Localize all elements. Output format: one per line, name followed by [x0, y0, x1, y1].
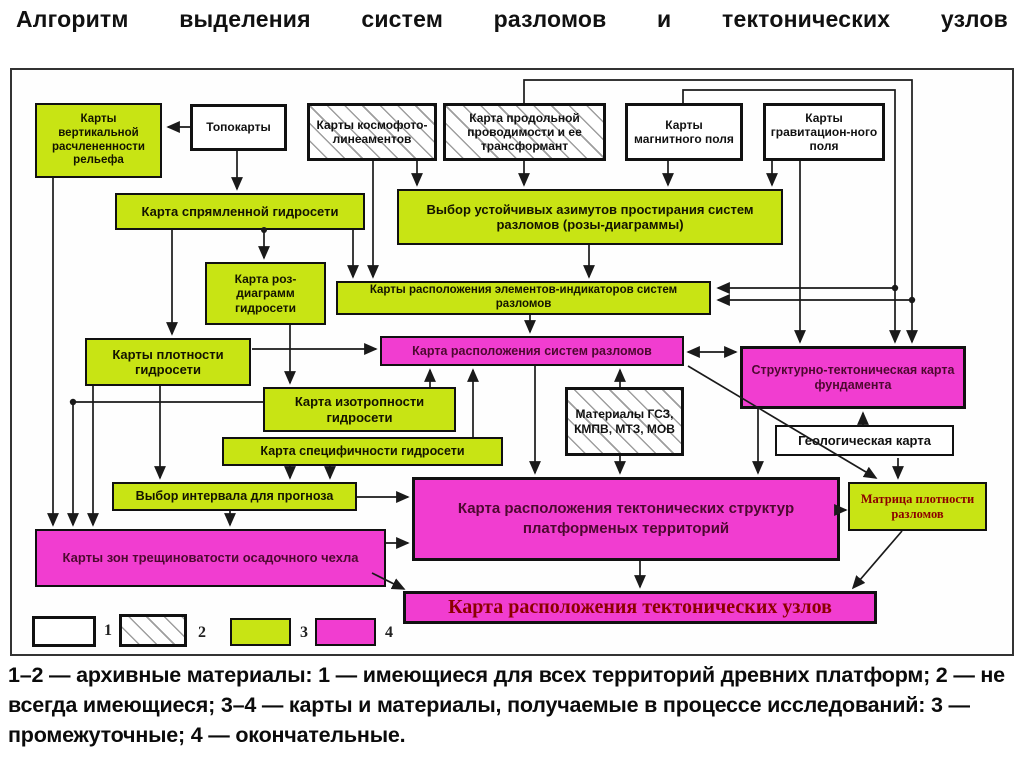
node-longitudinal-conductivity-map: Карта продольной проводимости и ее транс… [443, 103, 606, 161]
node-structural-tectonic-basement-map: Структурно-тектоническая карта фундамент… [740, 346, 966, 409]
legend-number-4: 4 [385, 624, 393, 641]
node-tectonic-nodes-location-map: Карта расположения тектонических узлов [403, 591, 877, 624]
node-hydronet-isotropy-map: Карта изотропности гидросети [263, 387, 456, 432]
node-hydronet-density-maps: Карты плотности гидросети [85, 338, 251, 386]
node-tectonic-structures-location-map: Карта расположения тектонических структу… [412, 477, 840, 561]
node-forecast-interval-selection: Выбор интервала для прогноза [112, 482, 357, 511]
node-relief-dissection-maps: Карты вертикальной расчлененности рельеф… [35, 103, 162, 178]
node-fault-systems-location-map: Карта расположения систем разломов [380, 336, 684, 366]
node-fault-indicator-elements-maps: Карты расположения элементов-индикаторов… [336, 281, 711, 315]
node-geological-map: Геологическая карта [775, 425, 954, 456]
legend-swatch-archive-available [32, 616, 96, 647]
node-topo-maps: Топокарты [190, 104, 287, 151]
legend-number-3: 3 [300, 624, 308, 641]
node-azimuth-selection: Выбор устойчивых азимутов простирания си… [397, 189, 783, 245]
node-magnetic-field-maps: Карты магнитного поля [625, 103, 743, 161]
node-rose-diagram-map: Карта роз-диаграмм гидросети [205, 262, 326, 325]
legend-number-2: 2 [198, 624, 206, 641]
legend-swatch-intermediate [230, 618, 291, 646]
legend-swatch-final [315, 618, 376, 646]
node-straightened-hydronet-map: Карта спрямленной гидросети [115, 193, 365, 230]
node-seismic-materials: Материалы ГСЗ, КМПВ, МТЗ, МОВ [565, 387, 684, 456]
node-fault-density-matrix: Матрица плотности разломов [848, 482, 987, 531]
node-hydronet-specificity-map: Карта специфичности гидросети [222, 437, 503, 466]
node-space-photo-lineament-maps: Карты космофото-линеаментов [307, 103, 437, 161]
legend-number-1: 1 [104, 622, 112, 639]
node-gravity-field-maps: Карты гравитацион-ного поля [763, 103, 885, 161]
legend-swatch-archive-sometimes [119, 614, 187, 647]
figure-caption: 1–2 — архивные материалы: 1 — имеющиеся … [8, 663, 1005, 748]
node-fracture-zones-maps: Карты зон трещиноватости осадочного чехл… [35, 529, 386, 587]
diagram-title: Алгоритм выделения систем разломов и тек… [16, 6, 1008, 32]
